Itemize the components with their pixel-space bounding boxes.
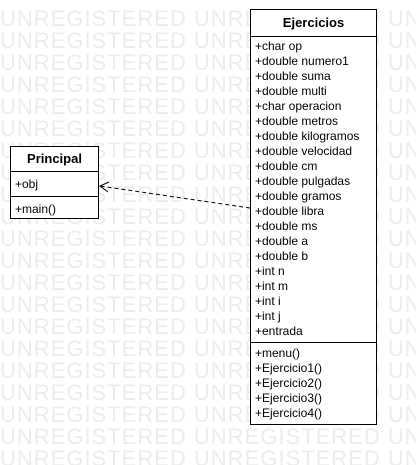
operation-ejercicio4: +Ejercicio4() <box>255 406 323 420</box>
operation-ejercicio1: +Ejercicio1() <box>255 361 323 375</box>
attribute-double-a: +double a <box>255 234 309 248</box>
attribute-int-n: +int n <box>255 264 285 278</box>
operation-menu: +menu() <box>255 346 301 360</box>
attribute-int-m: +int m <box>255 279 289 293</box>
watermark-text-line: UNREGISTERED UNREGISTERED UNREGISTERED <box>0 424 416 449</box>
principal-operations: +main() <box>11 197 98 221</box>
principal-attribute: +obj <box>15 177 39 191</box>
dependency-line <box>99 185 251 209</box>
attribute-double-numero1: +double numero1 <box>255 54 349 68</box>
watermark-text-line: UNREGISTERED UNREGISTERED UNREGISTERED <box>0 446 416 465</box>
operation-ejercicio3: +Ejercicio3() <box>255 391 323 405</box>
ejercicios-class-name: Ejercicios <box>251 10 376 37</box>
attribute-double-cm: +double cm <box>255 159 318 173</box>
attribute-double-suma: +double suma <box>255 69 331 83</box>
dependency-arrowhead <box>99 181 110 193</box>
ejercicios-attributes: +char op +double numero1 +double suma +d… <box>251 37 376 343</box>
attribute-int-j: +int j <box>255 309 281 323</box>
attribute-double-gramos: +double gramos <box>255 189 342 203</box>
attribute-entrada: +entrada <box>255 324 303 338</box>
attribute-double-pulgadas: +double pulgadas <box>255 174 351 188</box>
principal-class-name: Principal <box>11 147 98 172</box>
attribute-int-i: +int i <box>255 294 281 308</box>
attribute-char-op: +char op <box>255 39 303 53</box>
ejercicios-class[interactable]: Ejercicios +char op +double numero1 +dou… <box>250 9 377 425</box>
attribute-double-metros: +double metros <box>255 114 339 128</box>
ejercicios-operations: +menu() +Ejercicio1() +Ejercicio2() +Eje… <box>251 343 376 421</box>
attribute-double-multi: +double multi <box>255 84 327 98</box>
attribute-double-kilogramos: +double kilogramos <box>255 129 360 143</box>
attribute-double-libra: +double libra <box>255 204 325 218</box>
principal-attributes: +obj <box>11 172 98 197</box>
attribute-char-operacion: +char operacion <box>255 99 342 113</box>
principal-operation: +main() <box>15 202 57 216</box>
attribute-double-ms: +double ms <box>255 219 318 233</box>
attribute-double-velocidad: +double velocidad <box>255 144 353 158</box>
operation-ejercicio2: +Ejercicio2() <box>255 376 323 390</box>
attribute-double-b: +double b <box>255 249 309 263</box>
principal-class[interactable]: Principal +obj +main() <box>10 146 99 219</box>
